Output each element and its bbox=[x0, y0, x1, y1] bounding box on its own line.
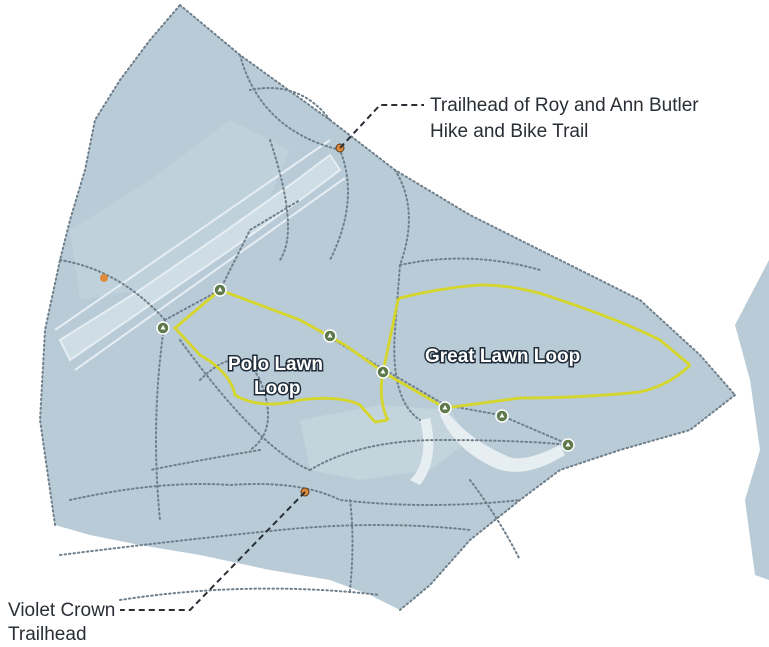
great-lawn-loop-label: Great Lawn Loop bbox=[425, 346, 580, 367]
tree-marker-icon[interactable] bbox=[495, 409, 509, 423]
trail-markers bbox=[156, 283, 575, 452]
creek bbox=[410, 418, 434, 485]
tree-marker-icon[interactable] bbox=[438, 401, 452, 415]
tree-marker-icon[interactable] bbox=[323, 329, 337, 343]
callout-line-south bbox=[120, 491, 306, 611]
great-lawn-loop-trail bbox=[381, 283, 693, 410]
highway bbox=[58, 153, 342, 362]
polo-lawn-loop-label-line1: Polo Lawn bbox=[228, 354, 323, 375]
tree-marker-icon[interactable] bbox=[156, 321, 170, 335]
adjacent-park-area bbox=[735, 260, 769, 580]
tree-marker-icon[interactable] bbox=[561, 438, 575, 452]
highway-edge bbox=[74, 177, 346, 371]
polo-lawn-loop-label-line2: Loop bbox=[254, 378, 300, 399]
interior-light-area bbox=[70, 120, 290, 300]
tree-marker-icon[interactable] bbox=[376, 365, 390, 379]
creek bbox=[440, 410, 565, 472]
trailhead-south-label-line1: Violet Crown bbox=[8, 600, 115, 621]
trailhead-dot-icon[interactable] bbox=[100, 274, 108, 282]
trailhead-north-label-line1: Trailhead of Roy and Ann Butler bbox=[430, 95, 699, 116]
trailhead-south-label-line2: Trailhead bbox=[8, 624, 87, 645]
trailhead-north-label-line2: Hike and Bike Trail bbox=[430, 121, 588, 142]
polo-lawn-loop-trail bbox=[172, 288, 391, 424]
highway-edge bbox=[54, 139, 331, 331]
tree-marker-icon[interactable] bbox=[213, 283, 227, 297]
